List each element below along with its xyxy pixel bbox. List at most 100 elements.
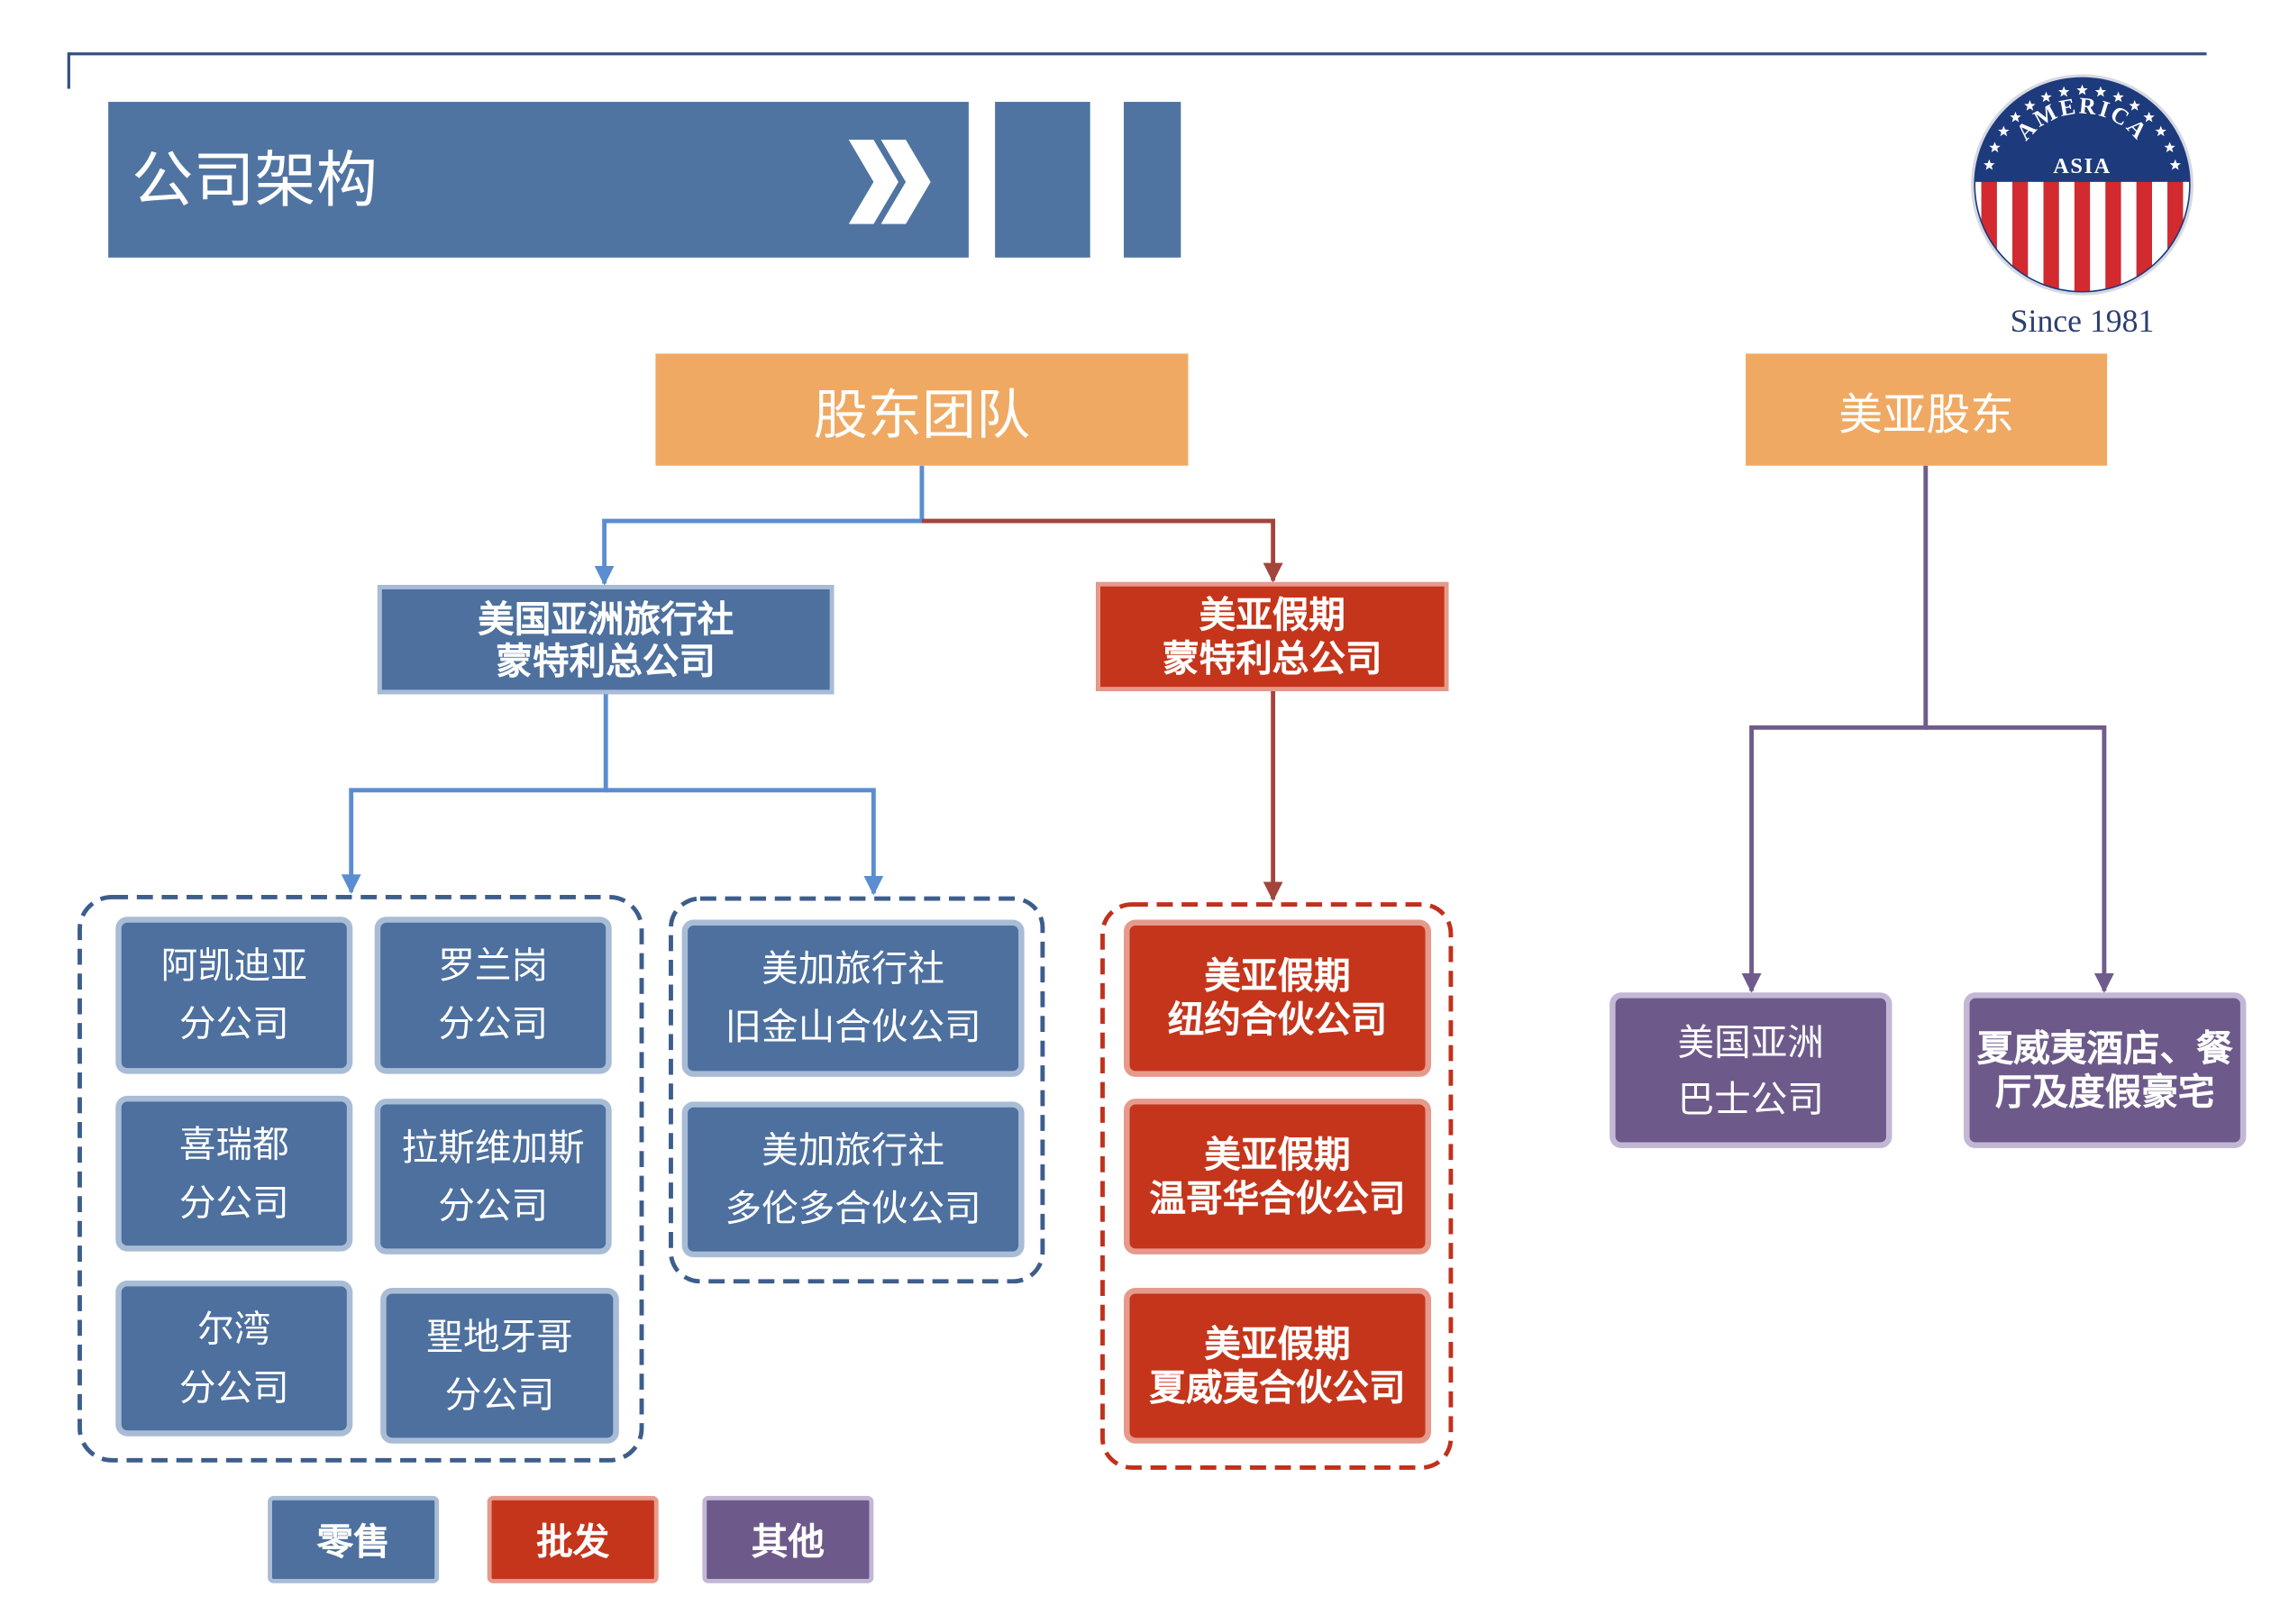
branch-type: 分公司 [438,1183,549,1227]
partner-name: 温哥华合伙公司 [1149,1176,1406,1219]
logo-stripe [2074,181,2091,291]
star-icon [2164,141,2175,153]
logo-stripes [1975,181,2190,291]
wholesale-hq-name: 美亚假期 [1199,592,1346,635]
company-name: 夏威夷酒店、餐 [1976,1026,2233,1069]
logo-stripe [2105,181,2121,291]
branch-name: 喜瑞都 [178,1122,289,1165]
retail-branch-box: 聖地牙哥 分公司 [380,1288,619,1444]
retail-hq-office: 蒙特利总公司 [496,639,716,682]
connector-meiya-to-bus [1741,465,1929,993]
hawaii-hospitality-box: 夏威夷酒店、餐 厅及度假豪宅 [1964,992,2247,1148]
legend-wholesale: 批发 [487,1495,659,1583]
retail-branch-box: 罗兰岗 分公司 [374,917,612,1074]
wholesale-hq-office: 蒙特利总公司 [1163,636,1382,680]
meiya-shareholder-box: 美亚股东 [1746,353,2108,466]
star-icon [1989,141,2001,153]
legend-label: 其他 [751,1520,825,1564]
connector-retail-hq-to-partners [606,788,884,896]
branch-type: 分公司 [178,1002,289,1045]
title-banner: 公司架构 [108,102,969,258]
retail-partners-group [669,896,1045,1284]
retail-branch-box: 阿凯迪亚 分公司 [115,917,353,1074]
branch-name: 罗兰岗 [438,944,549,987]
wholesale-hq-box: 美亚假期 蒙特利总公司 [1096,581,1449,691]
logo-tagline: Since 1981 [2010,302,2155,340]
partner-brand: 美亚假期 [1204,954,1351,998]
wholesale-partner-box: 美亚假期 夏威夷合伙公司 [1124,1288,1431,1444]
logo-center-text: ASIA [2053,154,2111,178]
retail-branch-box: 尔湾 分公司 [115,1280,353,1437]
partner-name: 夏威夷合伙公司 [1149,1365,1406,1409]
star-icon [2010,111,2021,123]
branch-type: 分公司 [178,1181,289,1224]
star-icon [2112,91,2124,103]
logo-stripe [2121,181,2137,291]
connector-team-to-retail-hq [594,465,925,586]
retail-branch-box: 拉斯维加斯 分公司 [374,1099,612,1254]
retail-hq-box: 美国亚洲旅行社 蒙特利总公司 [377,585,835,695]
double-chevron-right-icon [848,140,931,224]
logo-stripe [2136,181,2152,291]
star-icon [1984,159,1995,170]
company-name: 厅及度假豪宅 [1994,1070,2215,1113]
wholesale-partner-box: 美亚假期 温哥华合伙公司 [1124,1099,1431,1254]
star-icon [2057,86,2070,97]
star-icon [2169,159,2181,170]
star-icon [2024,100,2036,111]
star-icon [2094,86,2107,97]
shareholder-team-box: 股东团队 [655,353,1189,466]
star-icon [1998,125,2010,137]
wholesale-partner-box: 美亚假期 纽约合伙公司 [1124,919,1431,1077]
shareholder-team-label: 股东团队 [813,383,1031,446]
branch-type: 分公司 [438,1002,549,1045]
branch-type: 分公司 [178,1365,289,1409]
wholesale-partners-group [1100,902,1454,1470]
logo-stripe [1996,181,2013,291]
bus-company-box: 美国亚洲 巴士公司 [1610,992,1892,1148]
retail-branch-box: 喜瑞都 分公司 [115,1095,353,1252]
star-icon [2076,84,2088,96]
banner-block-large [995,102,1090,258]
logo-star-ring [1984,84,2181,170]
logo-stripe [2151,181,2168,291]
connector-retail-hq-to-branches [341,694,608,894]
star-icon [2143,111,2155,123]
logo-stripe [2043,181,2059,291]
connector-team-to-wholesale-hq [921,518,1283,583]
legend-label: 零售 [316,1520,390,1564]
legend-other: 其他 [702,1495,874,1583]
star-icon [2129,100,2140,111]
company-name: 美国亚洲 [1677,1020,1824,1063]
legend-retail: 零售 [268,1495,440,1583]
star-icon [2040,91,2052,103]
logo-stripe [2090,181,2106,291]
page-title: 公司架构 [132,143,378,215]
branch-name: 阿凯迪亚 [160,944,307,987]
partner-name: 多伦多合伙公司 [725,1186,981,1229]
meiya-shareholder-label: 美亚股东 [1838,388,2015,441]
retail-hq-name: 美国亚洲旅行社 [478,597,734,640]
connector-meiya-to-hawaii [1925,725,2114,993]
star-icon [2155,125,2166,137]
retail-partner-box: 美加旅行社 多伦多合伙公司 [681,1101,1025,1258]
legend-label: 批发 [536,1520,610,1564]
partner-brand: 美亚假期 [1204,1321,1351,1364]
logo-stripe [2012,181,2029,291]
branch-name: 尔湾 [197,1307,271,1350]
partner-brand: 美亚假期 [1204,1133,1351,1175]
logo-stripe [2028,181,2044,291]
company-logo: AMERICA ASIA [1971,74,2193,296]
retail-branches-group [78,895,644,1463]
retail-partner-box: 美加旅行社 旧金山合伙公司 [681,919,1025,1077]
branch-name: 拉斯维加斯 [401,1125,585,1168]
partner-name: 纽约合伙公司 [1167,998,1388,1041]
company-name: 巴士公司 [1677,1077,1824,1120]
partner-brand: 美加旅行社 [762,947,945,990]
partner-brand: 美加旅行社 [762,1128,945,1172]
banner-block-small [1124,102,1181,258]
partner-name: 旧金山合伙公司 [725,1005,981,1048]
branch-type: 分公司 [444,1373,555,1416]
